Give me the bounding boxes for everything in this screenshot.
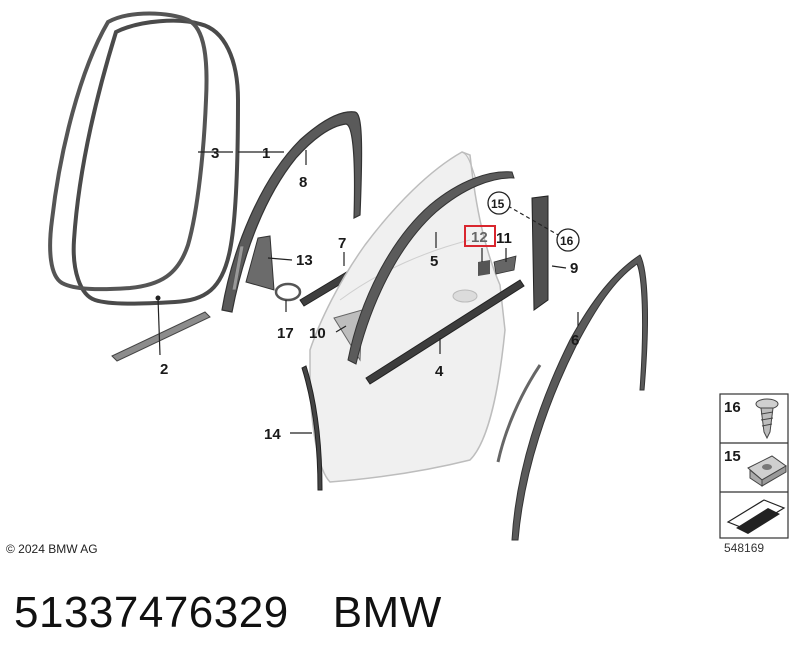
door-panel bbox=[309, 151, 506, 483]
pillar-cover bbox=[531, 195, 549, 311]
waist-strip bbox=[365, 279, 525, 385]
clip-part-12 bbox=[478, 260, 490, 276]
callout-15: 15 bbox=[491, 197, 505, 211]
callout-15-circle bbox=[487, 191, 511, 215]
vertical-seal bbox=[301, 365, 323, 491]
callout-10: 10 bbox=[309, 325, 326, 342]
callout-3: 3 bbox=[211, 145, 219, 162]
highlight-box bbox=[464, 225, 496, 247]
callout-16: 16 bbox=[560, 234, 574, 248]
callout-17: 17 bbox=[277, 325, 294, 342]
callout-6: 6 bbox=[571, 332, 579, 349]
window-channel bbox=[347, 171, 515, 365]
ring-grommet bbox=[274, 282, 302, 302]
door-seal-inner bbox=[48, 11, 209, 292]
callout-13: 13 bbox=[296, 252, 313, 269]
copyright-notice: © 2024 BMW AG bbox=[6, 542, 98, 556]
frame-seal-right bbox=[511, 254, 648, 541]
callout-12: 12 bbox=[471, 229, 488, 246]
diagram-number: 548169 bbox=[724, 541, 765, 555]
callout-5: 5 bbox=[430, 253, 438, 270]
sill-seal-strip bbox=[111, 311, 211, 362]
parts-diagram: 1 3 2 8 13 17 7 10 5 4 11 9 6 14 12 15 1… bbox=[48, 11, 789, 541]
triangle-cover bbox=[245, 235, 275, 291]
window-frame-trim bbox=[221, 111, 363, 313]
direction-arrow-icon bbox=[726, 499, 786, 534]
legend-label-16: 16 bbox=[724, 399, 741, 416]
brand-name: BMW bbox=[332, 588, 442, 637]
callout-11: 11 bbox=[496, 230, 512, 247]
screw-icon bbox=[755, 398, 779, 440]
callout-1: 1 bbox=[262, 145, 270, 162]
fastener-legend: 16 15 bbox=[719, 393, 789, 539]
callout-7: 7 bbox=[338, 235, 346, 252]
clip-part-11 bbox=[493, 255, 517, 275]
door-seal-outer bbox=[71, 18, 241, 306]
part-number: 51337476329 bbox=[14, 588, 289, 637]
clip-nut-icon bbox=[747, 455, 787, 487]
legend-label-15: 15 bbox=[724, 448, 741, 465]
callout-14: 14 bbox=[264, 426, 281, 443]
part-caption: 51337476329 BMW bbox=[14, 588, 442, 638]
callout-9: 9 bbox=[570, 260, 578, 277]
callout-16-circle bbox=[556, 228, 580, 252]
callout-8: 8 bbox=[299, 174, 307, 191]
callout-4: 4 bbox=[435, 363, 444, 380]
callout-2: 2 bbox=[160, 361, 168, 378]
